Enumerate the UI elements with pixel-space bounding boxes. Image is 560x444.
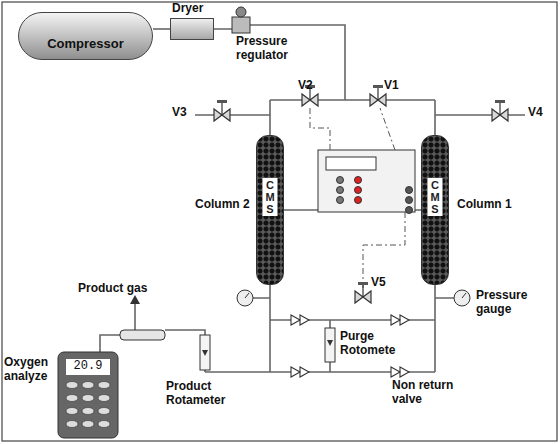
analyzer-body [58, 352, 118, 438]
node-heading: Oxygen analyze [4, 356, 56, 384]
node-heading: Dryer [172, 2, 203, 16]
compressor-tank: Compressor [18, 12, 153, 60]
product-rotameter [200, 335, 210, 370]
adsorption-column: Column 2C M S [256, 135, 284, 285]
sample-tube [120, 330, 165, 340]
gauge-needle [245, 293, 249, 298]
regulator-knob [236, 7, 246, 17]
frame [2, 2, 557, 441]
controller [318, 150, 415, 212]
packing-label: C M S [428, 178, 443, 216]
gauge-needle [462, 293, 466, 298]
flow-arrowhead [130, 295, 140, 304]
pressure-regulator [232, 17, 250, 33]
oxygen-analyzer: Oxygen analyze20.9 [58, 352, 118, 438]
analyzer-keypad [66, 382, 110, 428]
node-heading: Column 1 [457, 198, 512, 212]
part-label: V2 [298, 79, 313, 93]
pipes [100, 25, 525, 372]
part-label: V5 [371, 276, 386, 290]
rotameter-float [327, 340, 333, 346]
controller-buttons [337, 177, 413, 214]
control-signal-lines [310, 108, 405, 289]
adsorption-column: Column 1C M S [421, 135, 449, 285]
pipe-connector [153, 28, 170, 30]
analyzer-display: 20.9 [66, 359, 110, 375]
part-label: Pressure regulator [236, 35, 312, 63]
part-label: V3 [172, 106, 187, 120]
dryer-box: Dryer [170, 18, 214, 40]
part-label: Non return valve [392, 379, 468, 407]
part-label: Product gas [78, 282, 147, 296]
rotameter-float [202, 350, 208, 356]
pressure-gauge [237, 290, 253, 306]
part-label: Pressure gauge [476, 289, 546, 317]
pressure-gauge [454, 290, 470, 306]
part-label: V1 [384, 79, 399, 93]
node-label: Compressor [19, 37, 152, 52]
purge-rotameter [325, 328, 335, 362]
part-label: Product Rotameter [166, 380, 242, 408]
packing-label: C M S [263, 178, 278, 216]
part-label: Purge Rotomete [340, 330, 402, 358]
node-heading: Column 2 [195, 198, 250, 212]
part-label: V4 [528, 106, 543, 120]
controller-display [326, 157, 376, 170]
